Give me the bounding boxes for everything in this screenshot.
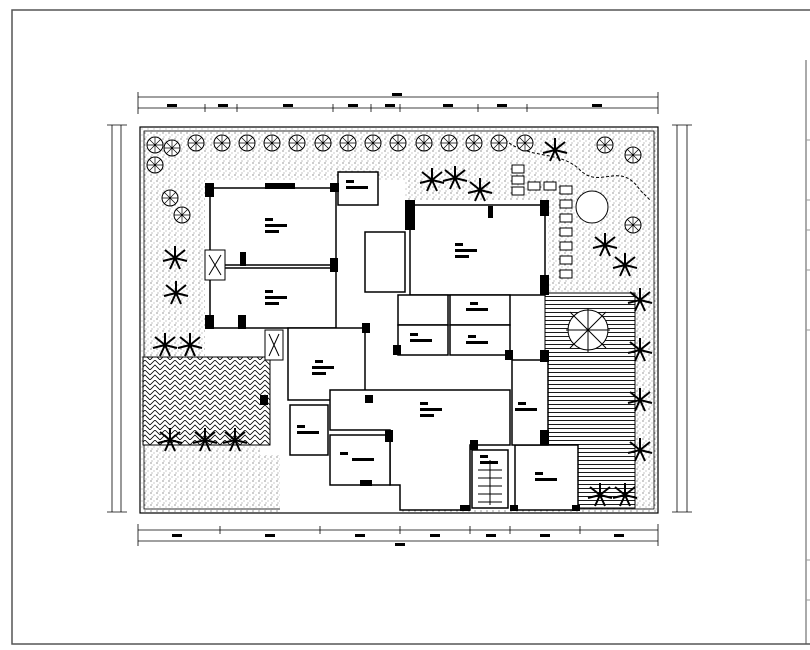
room-master: [409, 204, 546, 296]
pergola: [566, 308, 610, 352]
room-dressing: [397, 294, 449, 326]
herringbone-patio: [142, 356, 271, 446]
room-label-marks: [265, 180, 557, 481]
room-bath-3: [449, 324, 511, 356]
garden-path-edge: [504, 139, 651, 201]
title-block-rows: [806, 139, 810, 601]
structural-columns: [205, 183, 580, 511]
room-entry: [364, 231, 406, 293]
stair-treads: [478, 460, 502, 505]
stepping-stones: [511, 164, 573, 279]
room-storage: [289, 404, 329, 456]
dimension-text-marks: [167, 93, 624, 546]
room-bath-2: [397, 324, 449, 356]
sheet-frame: [11, 9, 810, 645]
elevator-shafts: [204, 249, 284, 361]
room-living: [329, 389, 511, 511]
rooms: [209, 171, 579, 511]
dimension-lines: [107, 92, 692, 546]
round-pond: [575, 190, 609, 224]
room-kitchen: [514, 444, 579, 511]
room-study: [287, 327, 366, 401]
